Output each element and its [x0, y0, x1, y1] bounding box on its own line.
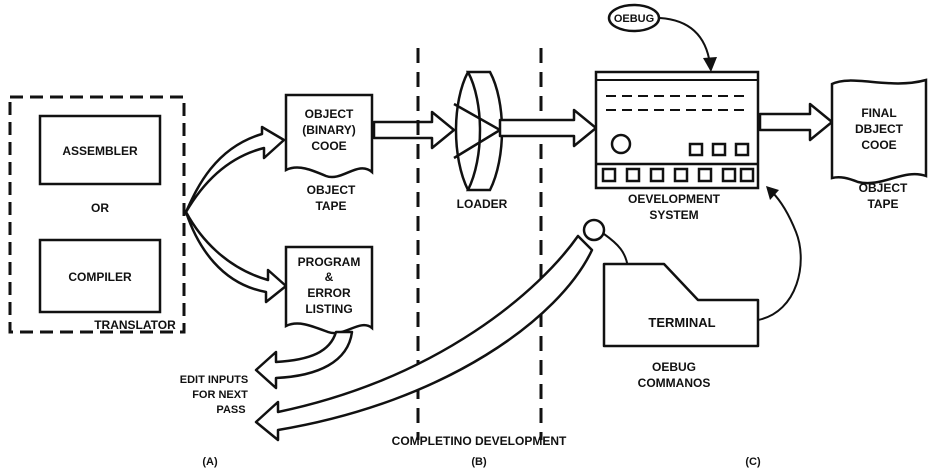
listing-line2: & — [325, 270, 334, 284]
object-code-line1: OBJECT — [305, 107, 354, 121]
final-code-line3: COOE — [861, 138, 896, 152]
arrow-loader-to-system — [500, 110, 596, 146]
object-code-line2: (BINARY) — [302, 123, 356, 137]
edit-inputs-arrow — [256, 332, 352, 388]
terminal-to-system-arrow — [758, 192, 801, 320]
arrow-to-object-code — [186, 127, 284, 212]
arrow-to-listing — [186, 212, 286, 302]
debug-tag-label: OEBUG — [614, 13, 654, 25]
dev-system-dial — [612, 135, 630, 153]
terminal-label: TERMINAL — [648, 315, 715, 330]
dev-system-line2: SYSTEM — [649, 208, 698, 222]
section-b-label: (B) — [471, 456, 487, 468]
object-code-line3: COOE — [311, 139, 346, 153]
listing-line4: LISTING — [305, 302, 352, 316]
listing-line3: ERROR — [307, 286, 351, 300]
final-tape-caption2: TAPE — [867, 197, 898, 211]
final-tape-caption1: OBJECT — [859, 181, 908, 195]
object-tape-caption2: TAPE — [315, 199, 346, 213]
completing-development-label: COMPLETINO DEVELOPMENT — [392, 434, 567, 448]
dev-system-button-1 — [690, 144, 702, 155]
loader-label: LOADER — [457, 197, 508, 211]
arrow-object-to-loader — [374, 112, 454, 148]
debug-tag-arrow — [660, 18, 710, 64]
terminal-plug-circle — [584, 220, 604, 240]
assembler-label: ASSEMBLER — [62, 144, 138, 158]
section-c-label: (C) — [745, 456, 761, 468]
or-label: OR — [91, 201, 109, 215]
debug-commands-line2: COMMANOS — [638, 376, 711, 390]
dev-system-button-3 — [736, 144, 748, 155]
debug-commands-line1: OEBUG — [652, 360, 696, 374]
edit-inputs-line2: FOR NEXT — [192, 389, 248, 401]
object-tape-caption1: OBJECT — [307, 183, 356, 197]
compiler-label: COMPILER — [68, 270, 132, 284]
final-code-line2: DBJECT — [855, 122, 904, 136]
dev-system-line1: OEVELOPMENT — [628, 192, 721, 206]
dev-system-button-2 — [713, 144, 725, 155]
terminal-box — [604, 264, 758, 346]
final-code-line1: FINAL — [861, 106, 896, 120]
section-a-label: (A) — [202, 456, 218, 468]
edit-inputs-line1: EDIT INPUTS — [180, 374, 248, 386]
edit-inputs-line3: PASS — [216, 404, 245, 416]
arrow-system-to-final — [760, 104, 832, 140]
listing-line1: PROGRAM — [298, 255, 361, 269]
loader-symbol — [454, 72, 502, 190]
translator-label: TRANSLATOR — [94, 318, 176, 332]
debug-tag-arrowhead — [703, 57, 717, 72]
